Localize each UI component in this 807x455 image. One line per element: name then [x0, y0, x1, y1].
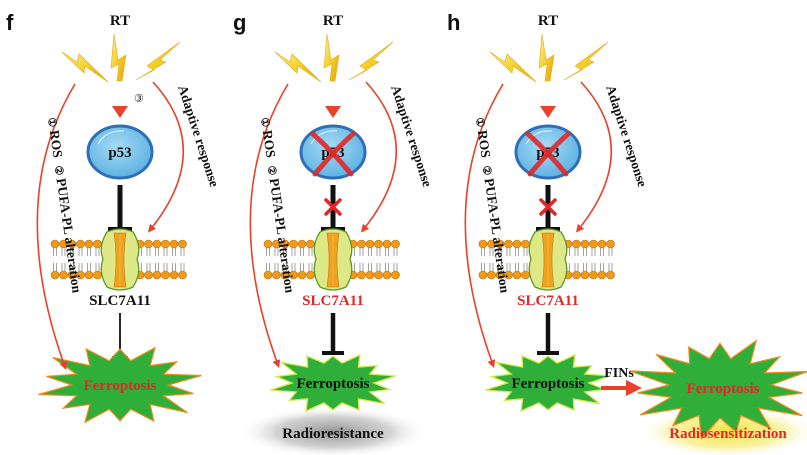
panel-letter: f — [6, 10, 14, 35]
p53-label: p53 — [108, 145, 131, 161]
lipid-bilayer-membrane-icon — [50, 239, 187, 280]
enhanced-ferroptosis-burst-icon — [629, 339, 807, 441]
adaptive-response-arrow — [147, 81, 185, 233]
blocked-inhibition-x-icon — [539, 198, 557, 216]
slc7a11-transporter-icon — [313, 228, 353, 291]
adaptive-response-arrow — [575, 81, 613, 233]
slc7a11-label: SLC7A11 — [517, 293, 579, 309]
p53-protein-icon — [86, 124, 154, 180]
slc7a11-transporter-icon — [528, 228, 568, 291]
ros-text: ROS — [47, 129, 66, 159]
slc7a11-label: SLC7A11 — [302, 293, 364, 309]
lightning-bolt-icon — [563, 41, 609, 81]
radiosensitization-label: Radiosensitization — [669, 426, 787, 442]
slc7a11-transporter-icon — [100, 228, 140, 291]
radioresistance-label: Radioresistance — [282, 426, 384, 442]
ferroptosis-burst-icon — [38, 346, 202, 424]
lightning-bolt-icon — [274, 51, 322, 83]
ferroptosis-burst-icon — [270, 353, 396, 413]
lightning-bolt-icon — [348, 41, 394, 81]
step-3-marker: ③ — [134, 93, 144, 105]
blocked-inhibition-x-icon — [324, 198, 342, 216]
panel-letter: h — [447, 10, 460, 35]
p53-highlight — [310, 130, 338, 145]
fins-label: FINs — [604, 366, 634, 381]
rt-to-p53-arrowhead-icon — [540, 106, 556, 118]
lightning-bolt-icon — [538, 33, 555, 82]
step-2-marker: ② — [52, 165, 65, 177]
ferroptosis-burst-icon — [485, 353, 611, 413]
step-2-marker: ② — [265, 165, 278, 177]
radiation-bolts-icon — [61, 33, 181, 83]
ferroptosis-label: Ferroptosis — [296, 376, 369, 392]
radioresistance-glow — [238, 406, 428, 455]
radiation-bolts-icon — [274, 33, 394, 83]
lightning-bolt-icon — [135, 41, 181, 81]
slc7a11-label: SLC7A11 — [89, 293, 151, 309]
ros-text: ROS — [475, 129, 494, 159]
step-1-marker: ① — [45, 117, 58, 129]
p53-knockout-x-icon — [525, 131, 571, 177]
ferroptosis-label: Ferroptosis — [511, 376, 584, 392]
lightning-bolt-icon — [489, 51, 537, 83]
ros-pathway-arrow — [36, 83, 76, 371]
lightning-bolt-icon — [61, 51, 109, 83]
ros-pathway-arrow — [464, 83, 504, 369]
fins-arrowhead-icon — [626, 380, 642, 396]
rt-to-p53-arrowhead-icon — [325, 106, 341, 118]
radiation-bolts-icon — [489, 33, 609, 83]
ferroptosis-label: Ferroptosis — [83, 378, 156, 394]
panel-letter: g — [233, 10, 246, 35]
step-2-marker: ② — [480, 165, 493, 177]
rt-label: RT — [323, 13, 343, 29]
lipid-bilayer-membrane-icon — [263, 239, 400, 280]
lipid-bilayer-membrane-icon — [478, 239, 615, 280]
ros-pathway-arrow — [249, 83, 289, 369]
ros-text: ROS — [260, 129, 279, 159]
lightning-bolt-icon — [323, 33, 340, 82]
enhanced-ferroptosis-label: Ferroptosis — [686, 381, 759, 397]
step-1-marker: ① — [258, 117, 271, 129]
p53-knockout-x-icon — [310, 131, 356, 177]
lightning-bolt-icon — [110, 33, 127, 82]
p53-highlight — [525, 130, 553, 145]
rt-label: RT — [538, 13, 558, 29]
adaptive-response-arrow — [360, 81, 398, 233]
step-1-marker: ① — [473, 117, 486, 129]
rt-to-p53-arrowhead-icon — [112, 106, 128, 118]
p53-highlight — [97, 130, 125, 145]
rt-label: RT — [110, 13, 130, 29]
